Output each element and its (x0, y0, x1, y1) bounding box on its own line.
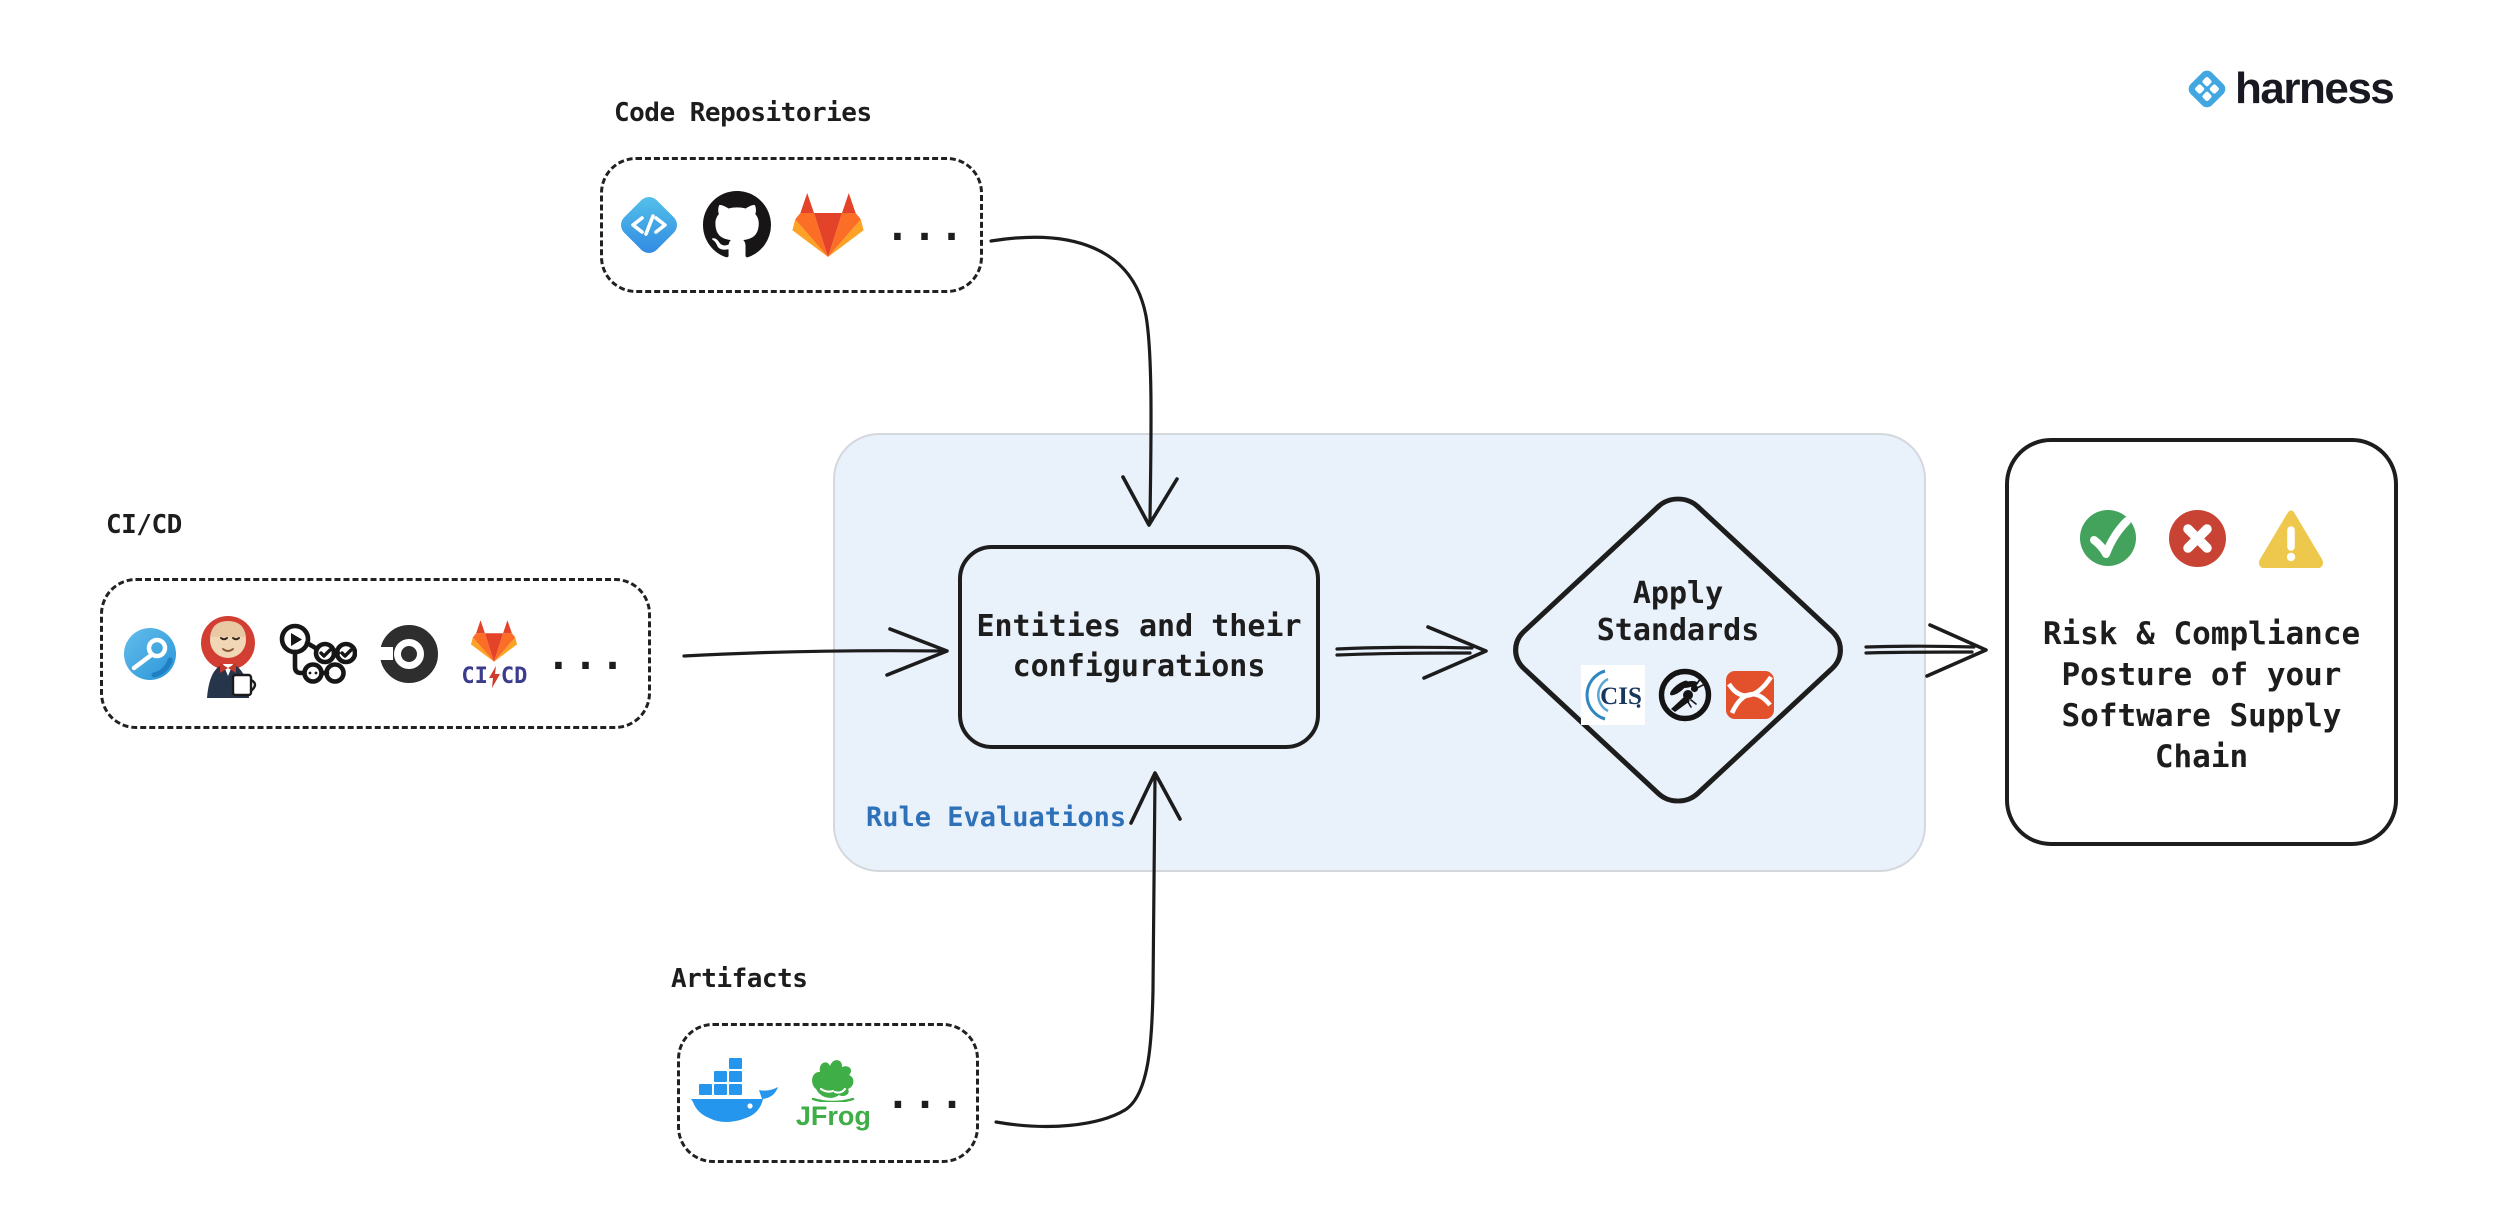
apply-standards-line2: Standards (1596, 613, 1760, 648)
artifacts-ellipsis: ... (885, 1072, 968, 1118)
lightning-bolt-icon (488, 666, 500, 688)
harness-ci-icon (123, 627, 177, 681)
circleci-icon (376, 621, 442, 687)
cicd-box: CI CD ... (100, 578, 651, 729)
harness-brand: harness (2186, 64, 2395, 113)
jfrog-wordmark: JFrog (795, 1101, 871, 1131)
code-repositories-box: ... (600, 157, 983, 293)
apply-standards-content: Apply Standards CIS (1503, 492, 1853, 808)
code-repositories-label: Code Repositories (614, 98, 872, 128)
warning-triangle-icon (2258, 508, 2324, 568)
gitlab-cicd-icon: CI CD (461, 619, 527, 688)
rule-evaluations-label: Rule Evaluations (866, 802, 1127, 833)
github-icon (703, 191, 772, 259)
failure-x-icon (2168, 509, 2227, 568)
harness-wordmark: harness (2235, 64, 2395, 113)
outcome-text-line2: Posture of your (2061, 657, 2342, 693)
entities-text-line2: configurations (1012, 649, 1266, 684)
cicd-label: CI/CD (106, 510, 182, 540)
code-repositories-ellipsis: ... (885, 204, 967, 250)
apply-standards-line1: Apply (1632, 576, 1724, 611)
cis-logo-icon: CIS (1581, 665, 1645, 725)
owasp-logo-icon (1658, 668, 1712, 722)
jfrog-icon: JFrog (796, 1056, 871, 1130)
standards-icons-row: CIS (1581, 665, 1775, 725)
artifacts-label: Artifacts (671, 964, 808, 994)
gitlab-caption-cd: CD (500, 664, 528, 689)
risk-compliance-box: Risk & Compliance Posture of your Softwa… (2005, 438, 2398, 846)
outcome-text-line1: Risk & Compliance (2042, 616, 2361, 652)
github-actions-icon (279, 622, 358, 686)
jenkins-icon (196, 605, 260, 699)
docker-icon (689, 1056, 781, 1130)
cicd-ellipsis: ... (546, 632, 628, 679)
entities-text-line1: Entities and their (976, 609, 1302, 644)
cis-logo-text: CIS (1600, 683, 1642, 710)
outcome-text-line3: Software Supply (2061, 698, 2342, 734)
artifacts-box: JFrog ... (677, 1023, 979, 1163)
harness-logo-icon (2186, 66, 2228, 112)
azure-repos-icon (616, 192, 682, 258)
outcome-text: Risk & Compliance Posture of your Softwa… (2043, 614, 2360, 778)
outcome-text-line4: Chain (2154, 739, 2249, 775)
gitlab-caption-ci: CI (461, 664, 488, 689)
success-check-icon (2079, 509, 2137, 567)
outcome-status-icons (2079, 508, 2324, 568)
gitlab-icon (792, 191, 864, 259)
standards-badge-icon (1725, 670, 1775, 720)
entities-configurations-box: Entities and their configurations (958, 545, 1320, 749)
gitlab-cicd-caption: CI CD (461, 666, 527, 688)
